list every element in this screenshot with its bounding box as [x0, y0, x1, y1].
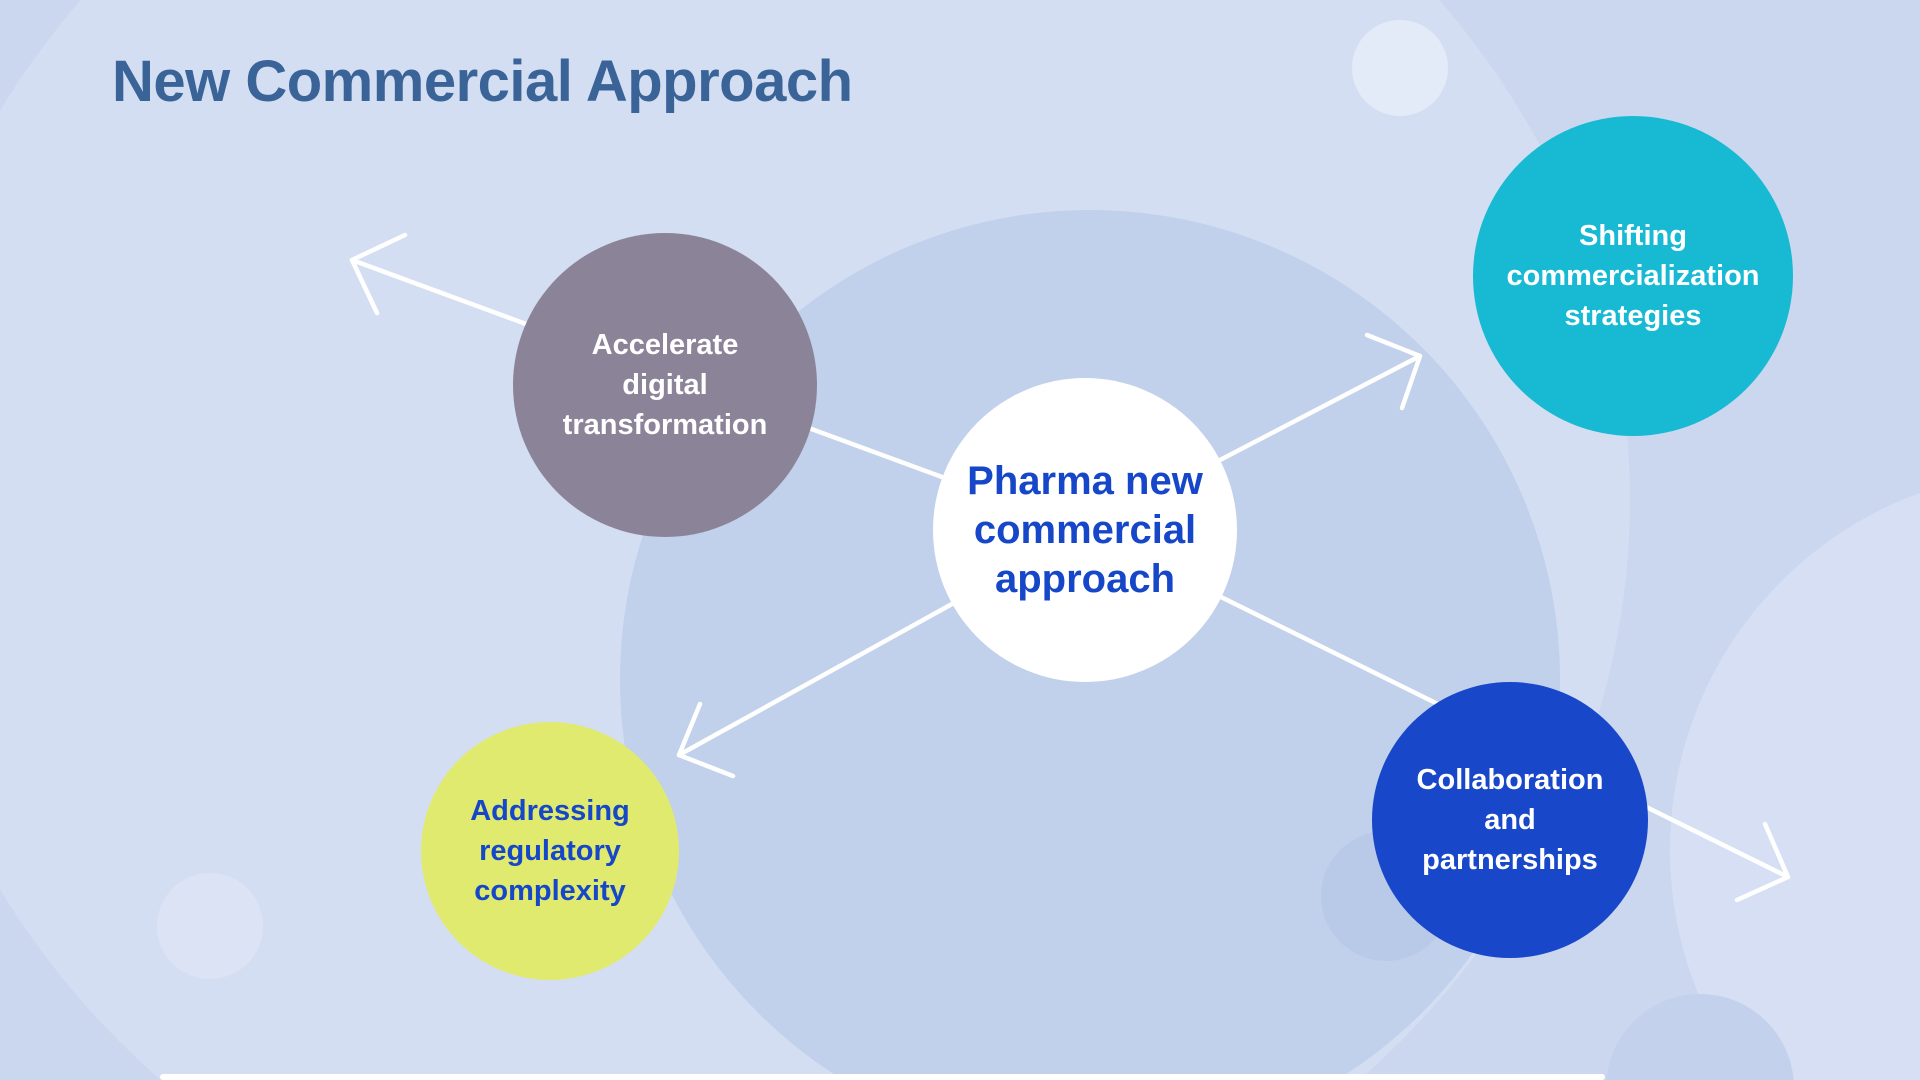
- node-collaboration-and-partnerships: Collaboration and partnerships: [1372, 682, 1648, 958]
- bottom-edge-strip: [160, 1074, 1605, 1080]
- node-shifting-commercialization-strategies: Shifting commercialization strategies: [1473, 116, 1793, 436]
- arrow-to-bottom-left: [676, 601, 955, 779]
- node-pharma-new-commercial-approach: Pharma new commercial approach: [933, 378, 1237, 682]
- node-addressing-regulatory-complexity: Addressing regulatory complexity: [421, 722, 679, 980]
- decorative-circle-top-right: [1352, 20, 1448, 116]
- center-node-label: Pharma new commercial approach: [967, 458, 1203, 601]
- node-label: Shifting commercialization strategies: [1506, 220, 1760, 332]
- node-label: Addressing regulatory complexity: [470, 795, 630, 907]
- node-label: Collaboration and partnerships: [1416, 764, 1604, 876]
- node-label: Accelerate digital transformation: [562, 329, 768, 441]
- decorative-circle-bottom-left: [157, 873, 263, 979]
- node-accelerate-digital-transformation: Accelerate digital transformation: [513, 233, 817, 537]
- arrow-to-top-right: [1217, 332, 1423, 463]
- page-title: New Commercial Approach: [112, 49, 853, 114]
